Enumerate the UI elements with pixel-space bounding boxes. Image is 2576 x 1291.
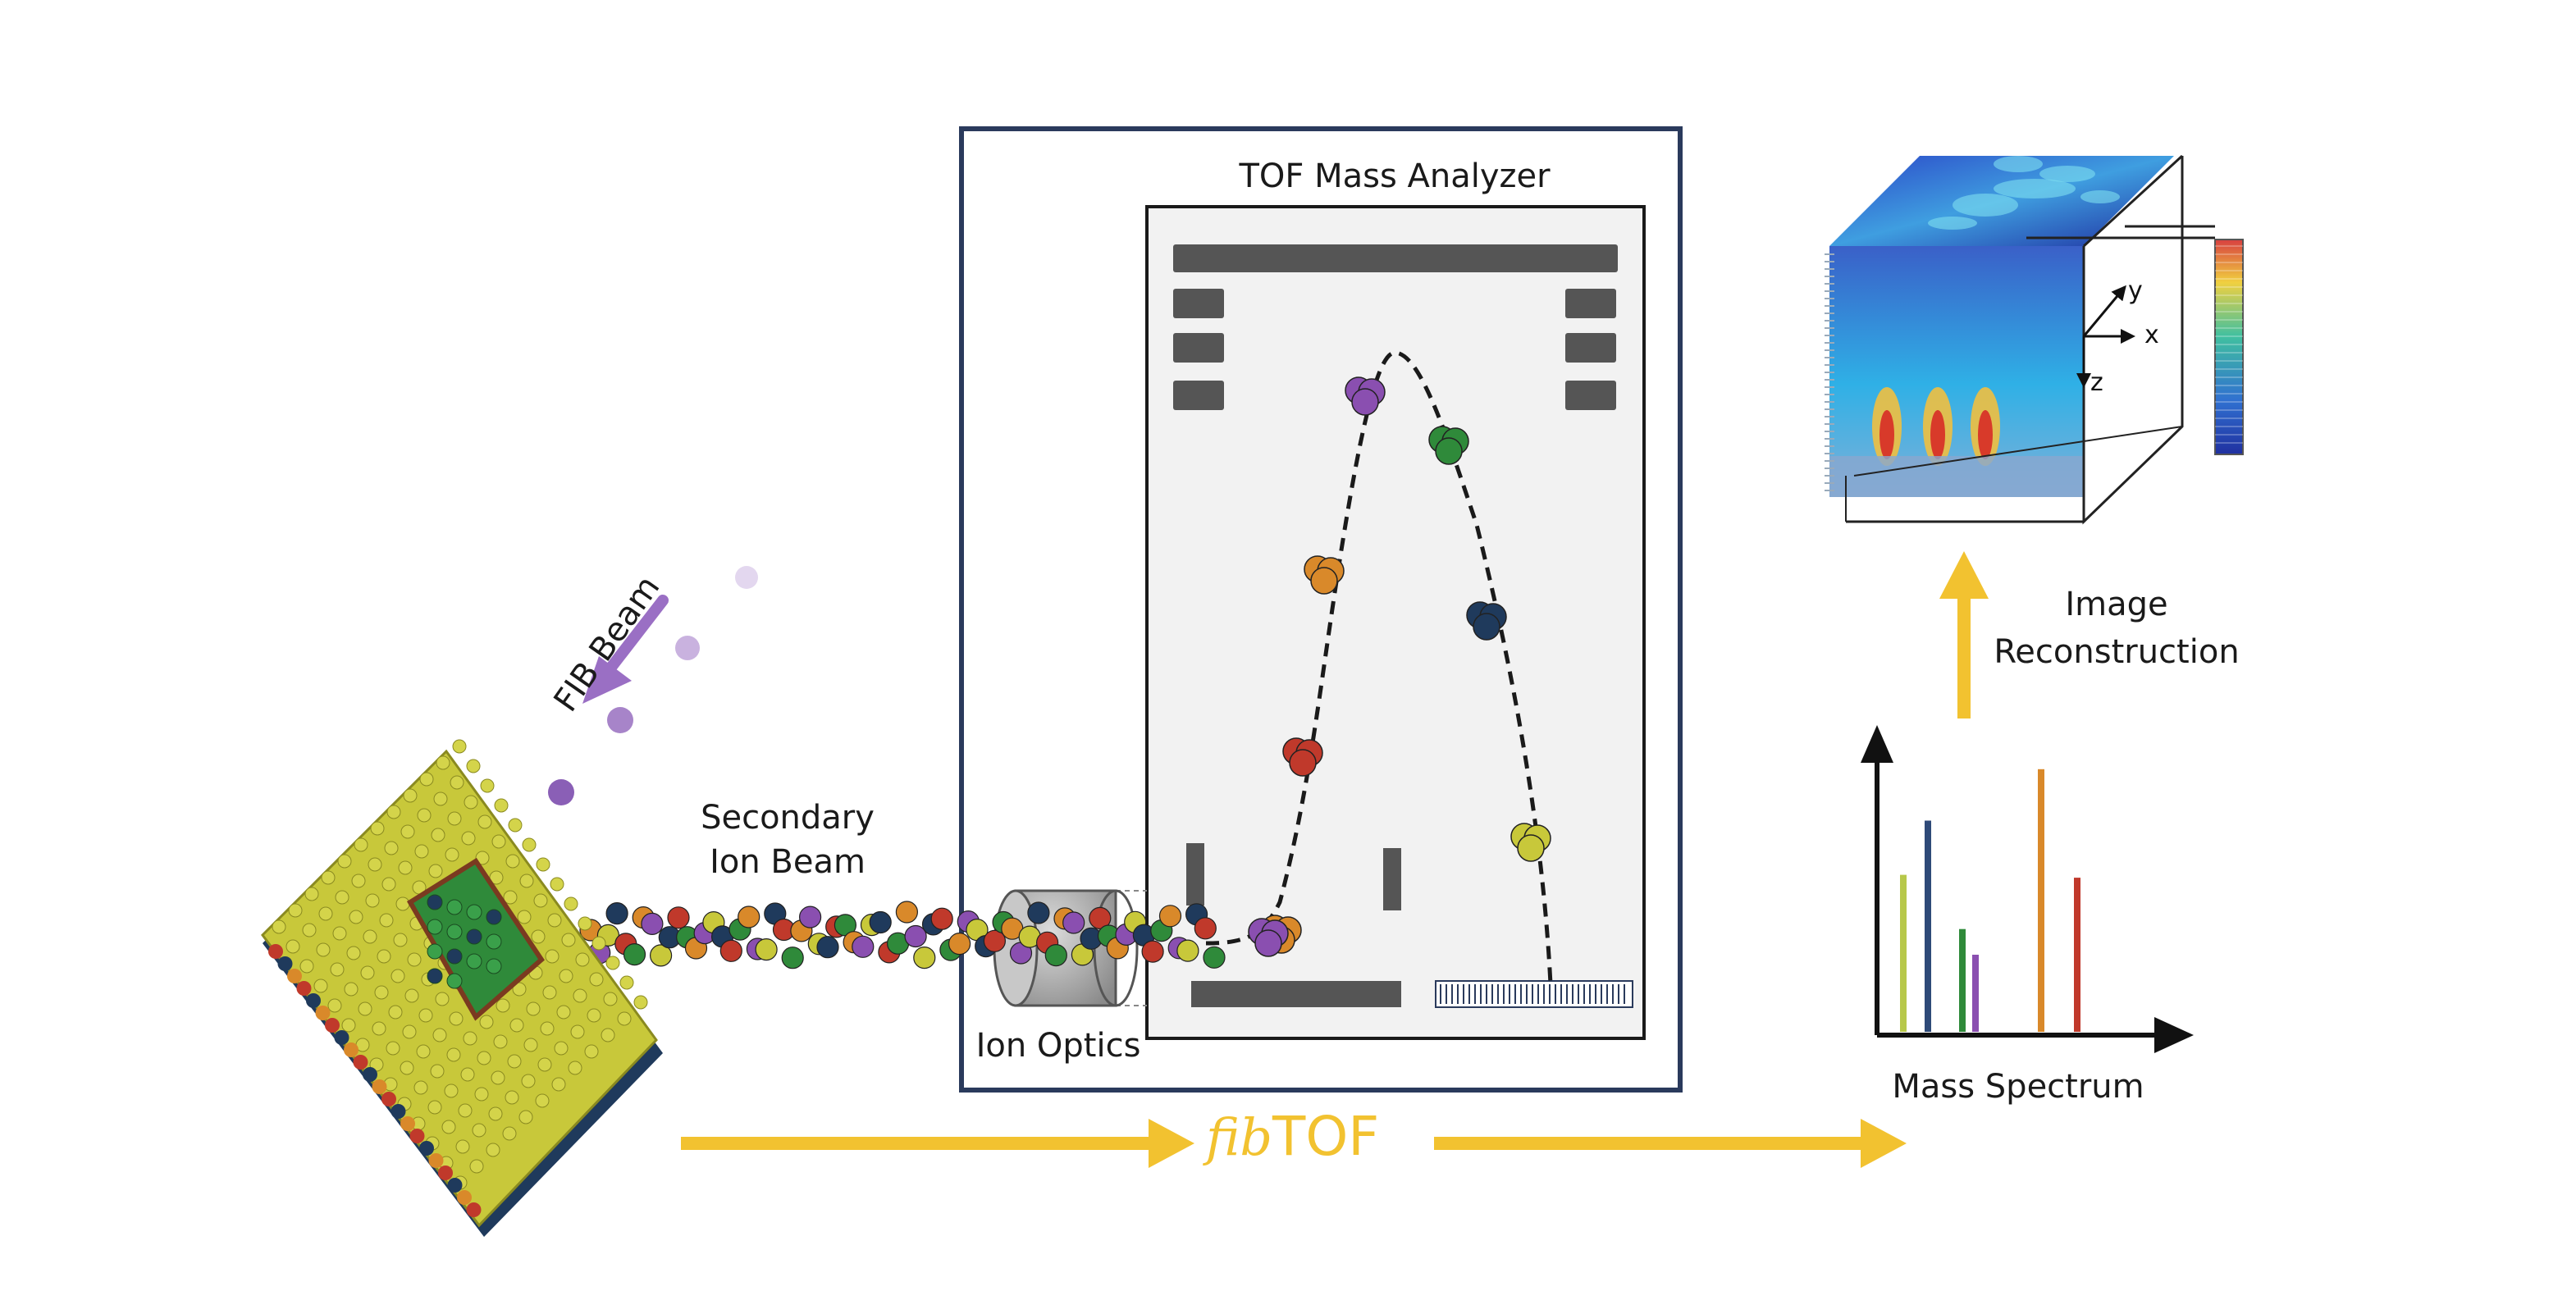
ion-cluster [1289,749,1317,777]
axis-x-label: x [2144,321,2159,349]
image-reconstruction-label-2: Reconstruction [1994,633,2240,671]
ion-flight-path [1205,350,1553,985]
spectrum-peak [1925,820,1931,1032]
secondary-ion [755,937,778,961]
spectrum-peak [2038,769,2044,1032]
cube-front-face [1829,246,2084,497]
extraction-plate [1383,848,1401,910]
right-electrode [1565,289,1616,318]
workflow-arrows [681,551,1989,1168]
left-electrode [1173,333,1224,363]
secondary-ion [1141,940,1164,963]
right-electrode [1565,333,1616,363]
fib-beam [548,566,758,805]
top-electrode [1173,244,1618,272]
secondary-ion [738,906,760,928]
secondary-ion [1158,905,1182,928]
secondary-ion-beam-label-2: Ion Beam [710,843,866,881]
image-cube: x y z [1825,154,2244,525]
secondary-ion [667,906,690,929]
ion-cluster [1473,613,1500,641]
y-axis-arrow-icon [1861,725,1893,763]
secondary-ion [1176,939,1199,962]
secondary-ion [913,946,936,969]
secondary-ion [649,944,673,967]
extraction-plate [1186,843,1204,906]
image-reconstruction-label-1: Image [2065,586,2168,623]
ion-cluster [1351,388,1379,416]
sample-block [261,739,663,1237]
left-electrode [1173,381,1224,410]
secondary-ion [623,942,646,966]
secondary-ion [816,936,839,959]
detector [1435,980,1633,1008]
secondary-ion [781,947,804,969]
secondary-ion-beam [579,901,1226,969]
mass-spectrum-plot [1861,725,2194,1053]
fibtof-label: fibTOF [1206,1103,1379,1169]
gold-arrow-head [1861,1119,1907,1168]
secondary-ion [1044,943,1067,967]
ion-cluster [1310,567,1338,595]
ion-cluster [1517,834,1545,862]
secondary-ion [1027,901,1050,924]
left-electrode [1173,289,1224,318]
secondary-ion [798,906,822,928]
tof-analyzer-title: TOF Mass Analyzer [1239,157,1551,195]
secondary-ion [1203,946,1226,969]
ion-cluster [1254,929,1282,957]
flight-ions [1248,376,1551,957]
ion-optics-label: Ion Optics [975,1027,1141,1065]
secondary-ion-beam-label-1: Secondary [701,799,875,837]
secondary-ion [983,929,1007,952]
secondary-ion [869,910,892,934]
secondary-ion [605,901,628,925]
secondary-ion [719,939,742,962]
secondary-ion [852,935,875,958]
color-scale-bar [2214,239,2244,455]
secondary-ion [948,932,971,956]
secondary-ion [1194,917,1217,940]
secondary-ion [641,912,664,936]
spectrum-peak [1972,955,1979,1032]
right-electrode [1565,381,1616,410]
spectrum-peak [2074,878,2080,1032]
mass-spectrum-label: Mass Spectrum [1892,1068,2144,1106]
fibtof-suffix: TOF [1272,1105,1380,1168]
secondary-ion [1062,911,1085,934]
tof-analyzer-panel [1145,205,1646,1040]
secondary-ion [1089,906,1112,930]
ion-cluster [1435,437,1463,465]
fibtof-prefix: fib [1206,1107,1273,1167]
gold-arrow-head [1149,1119,1194,1168]
axis-z-label: z [2090,368,2103,397]
secondary-ion [904,924,927,948]
secondary-ion [930,907,953,930]
secondary-ion [895,901,919,924]
gold-arrow-head [1939,551,1989,599]
axis-y-label: y [2128,276,2143,305]
spectrum-peak [1959,928,1966,1032]
spectrum-peak [1900,874,1907,1032]
x-axis-arrow-icon [2154,1017,2194,1053]
bottom-electrode [1191,981,1401,1007]
